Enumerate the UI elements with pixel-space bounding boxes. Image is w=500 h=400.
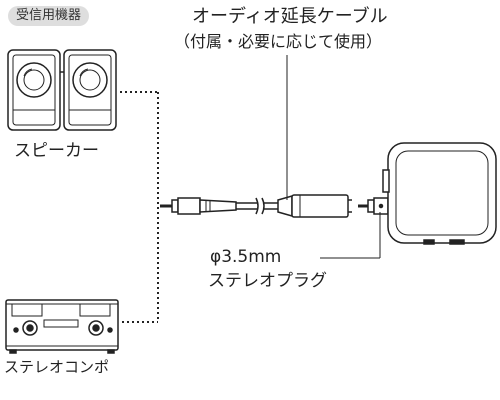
- plug-leader-line: [320, 212, 381, 259]
- receiver-device-badge: 受信用機器: [8, 6, 90, 26]
- connection-dotted-line: [120, 91, 159, 323]
- speaker-label: スピーカー: [14, 141, 99, 161]
- speaker-icon: [7, 49, 117, 131]
- transmitter-device-icon: [382, 142, 497, 245]
- plug-name-label: ステレオプラグ: [208, 271, 327, 291]
- stereo-component-icon: [5, 299, 119, 354]
- extension-cable-icon: [236, 194, 352, 218]
- plug-size-label: φ3.5mm: [210, 247, 282, 267]
- stereo-label: ステレオコンポ: [4, 358, 110, 376]
- cable-note: （付属・必要に応じて使用）: [174, 32, 383, 51]
- cable-title: オーディオ延長ケーブル: [192, 6, 388, 27]
- plug-icon: [160, 197, 237, 215]
- inserted-plug-icon: [358, 197, 389, 215]
